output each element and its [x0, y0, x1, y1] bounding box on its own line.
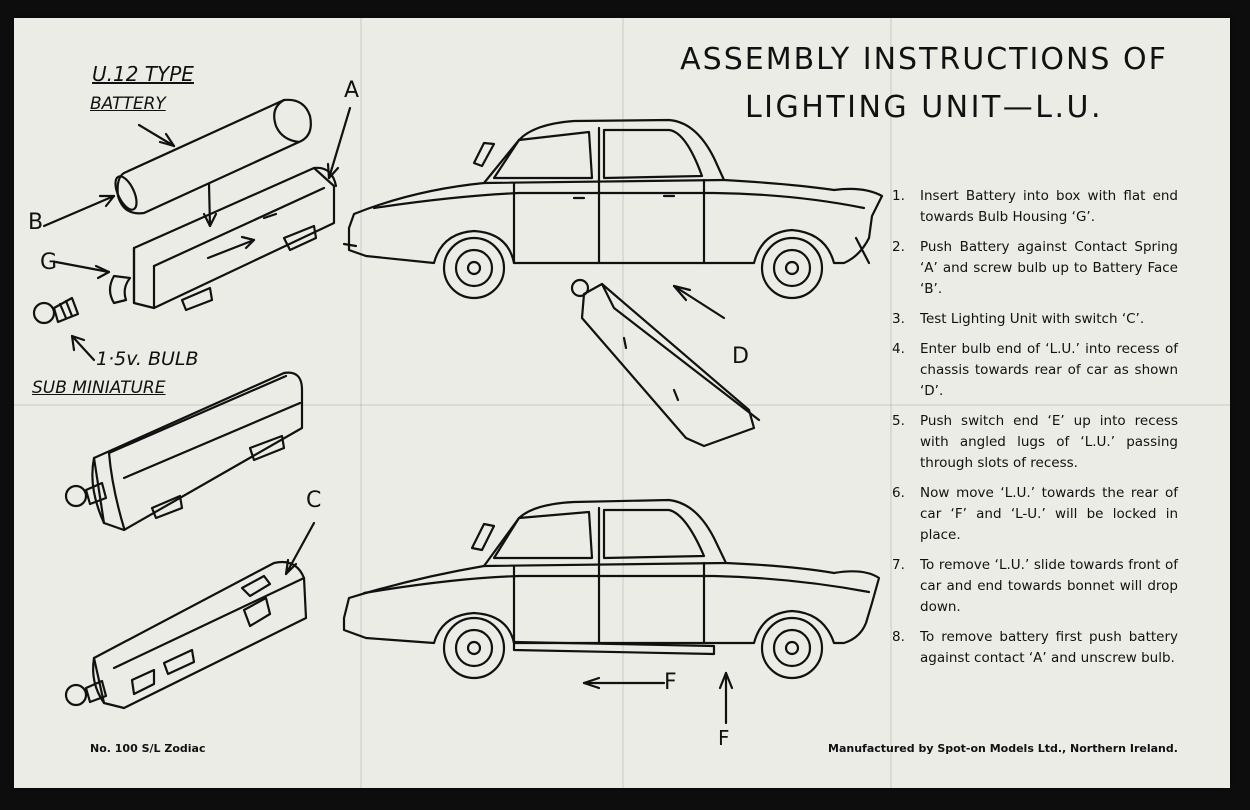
- label-pointers: [42, 106, 352, 362]
- step-text: Enter bulb end of ‘L.U.’ into recess of …: [920, 341, 1178, 399]
- label-b: B: [28, 210, 44, 235]
- footer-model-number: No. 100 S/L Zodiac: [90, 742, 206, 755]
- title-line-1: ASSEMBLY INSTRUCTIONS OF: [680, 42, 1168, 77]
- label-f-vertical: F: [718, 726, 730, 750]
- step-text: To remove ‘L.U.’ slide towards front of …: [920, 557, 1178, 615]
- bulb-voltage-label: 1·5v. BULB: [96, 348, 199, 370]
- instruction-step: 3. Test Lighting Unit with switch ‘C’.: [892, 309, 1178, 330]
- step-text: To remove battery first push battery aga…: [920, 629, 1178, 666]
- battery-box-assembled-illustration: [64, 371, 304, 532]
- step-text: Insert Battery into box with flat end to…: [920, 188, 1178, 225]
- instruction-sheet: ASSEMBLY INSTRUCTIONS OF LIGHTING UNIT—L…: [14, 18, 1230, 788]
- instruction-step: 5. Push switch end ‘E’ up into recess wit…: [892, 411, 1178, 474]
- instruction-step: 7. To remove ‘L.U.’ slide towards front o…: [892, 555, 1178, 618]
- instruction-steps: 1. Insert Battery into box with flat end …: [892, 186, 1178, 678]
- step-text: Now move ‘L.U.’ towards the rear of car …: [920, 485, 1178, 543]
- car-top-illustration: [342, 118, 884, 300]
- step-number: 1.: [892, 188, 905, 204]
- instruction-step: 2. Push Battery against Contact Spring ‘A…: [892, 237, 1178, 300]
- assembly-diagram: [32, 98, 884, 725]
- lighting-unit-insert-illustration: [570, 278, 761, 448]
- instruction-step: 8. To remove battery first push battery a…: [892, 627, 1178, 669]
- step-number: 8.: [892, 629, 905, 645]
- label-a: A: [344, 78, 360, 103]
- fold-line: [360, 18, 362, 788]
- battery-label: BATTERY: [90, 94, 166, 114]
- step-number: 4.: [892, 341, 905, 357]
- step-number: 6.: [892, 485, 905, 501]
- instruction-step: 1. Insert Battery into box with flat end …: [892, 186, 1178, 228]
- label-f-horizontal: F: [664, 670, 677, 695]
- car-bottom-illustration: [342, 498, 881, 725]
- footer-manufacturer: Manufactured by Spot-on Models Ltd., Nor…: [828, 742, 1178, 755]
- step-text: Push Battery against Contact Spring ‘A’ …: [920, 239, 1178, 297]
- label-c: C: [306, 488, 322, 513]
- step-number: 5.: [892, 413, 905, 429]
- bulb-type-label: SUB MINIATURE: [32, 378, 166, 398]
- step-number: 2.: [892, 239, 905, 255]
- step-number: 3.: [892, 311, 905, 327]
- battery-box-switch-illustration: [64, 521, 316, 710]
- fold-line: [622, 18, 624, 788]
- step-text: Test Lighting Unit with switch ‘C’.: [920, 311, 1145, 327]
- fold-line: [890, 18, 892, 788]
- fold-line: [14, 404, 1230, 406]
- instruction-step: 4. Enter bulb end of ‘L.U.’ into recess o…: [892, 339, 1178, 402]
- battery-type-label: U.12 TYPE: [92, 62, 194, 86]
- label-g: G: [40, 250, 58, 275]
- step-number: 7.: [892, 557, 905, 573]
- battery-box-exploded-illustration: [32, 98, 338, 325]
- step-text: Push switch end ‘E’ up into recess with …: [920, 413, 1178, 471]
- title-line-2: LIGHTING UNIT—L.U.: [744, 90, 1104, 125]
- instruction-step: 6. Now move ‘L.U.’ towards the rear of ca…: [892, 483, 1178, 546]
- label-d: D: [732, 344, 749, 369]
